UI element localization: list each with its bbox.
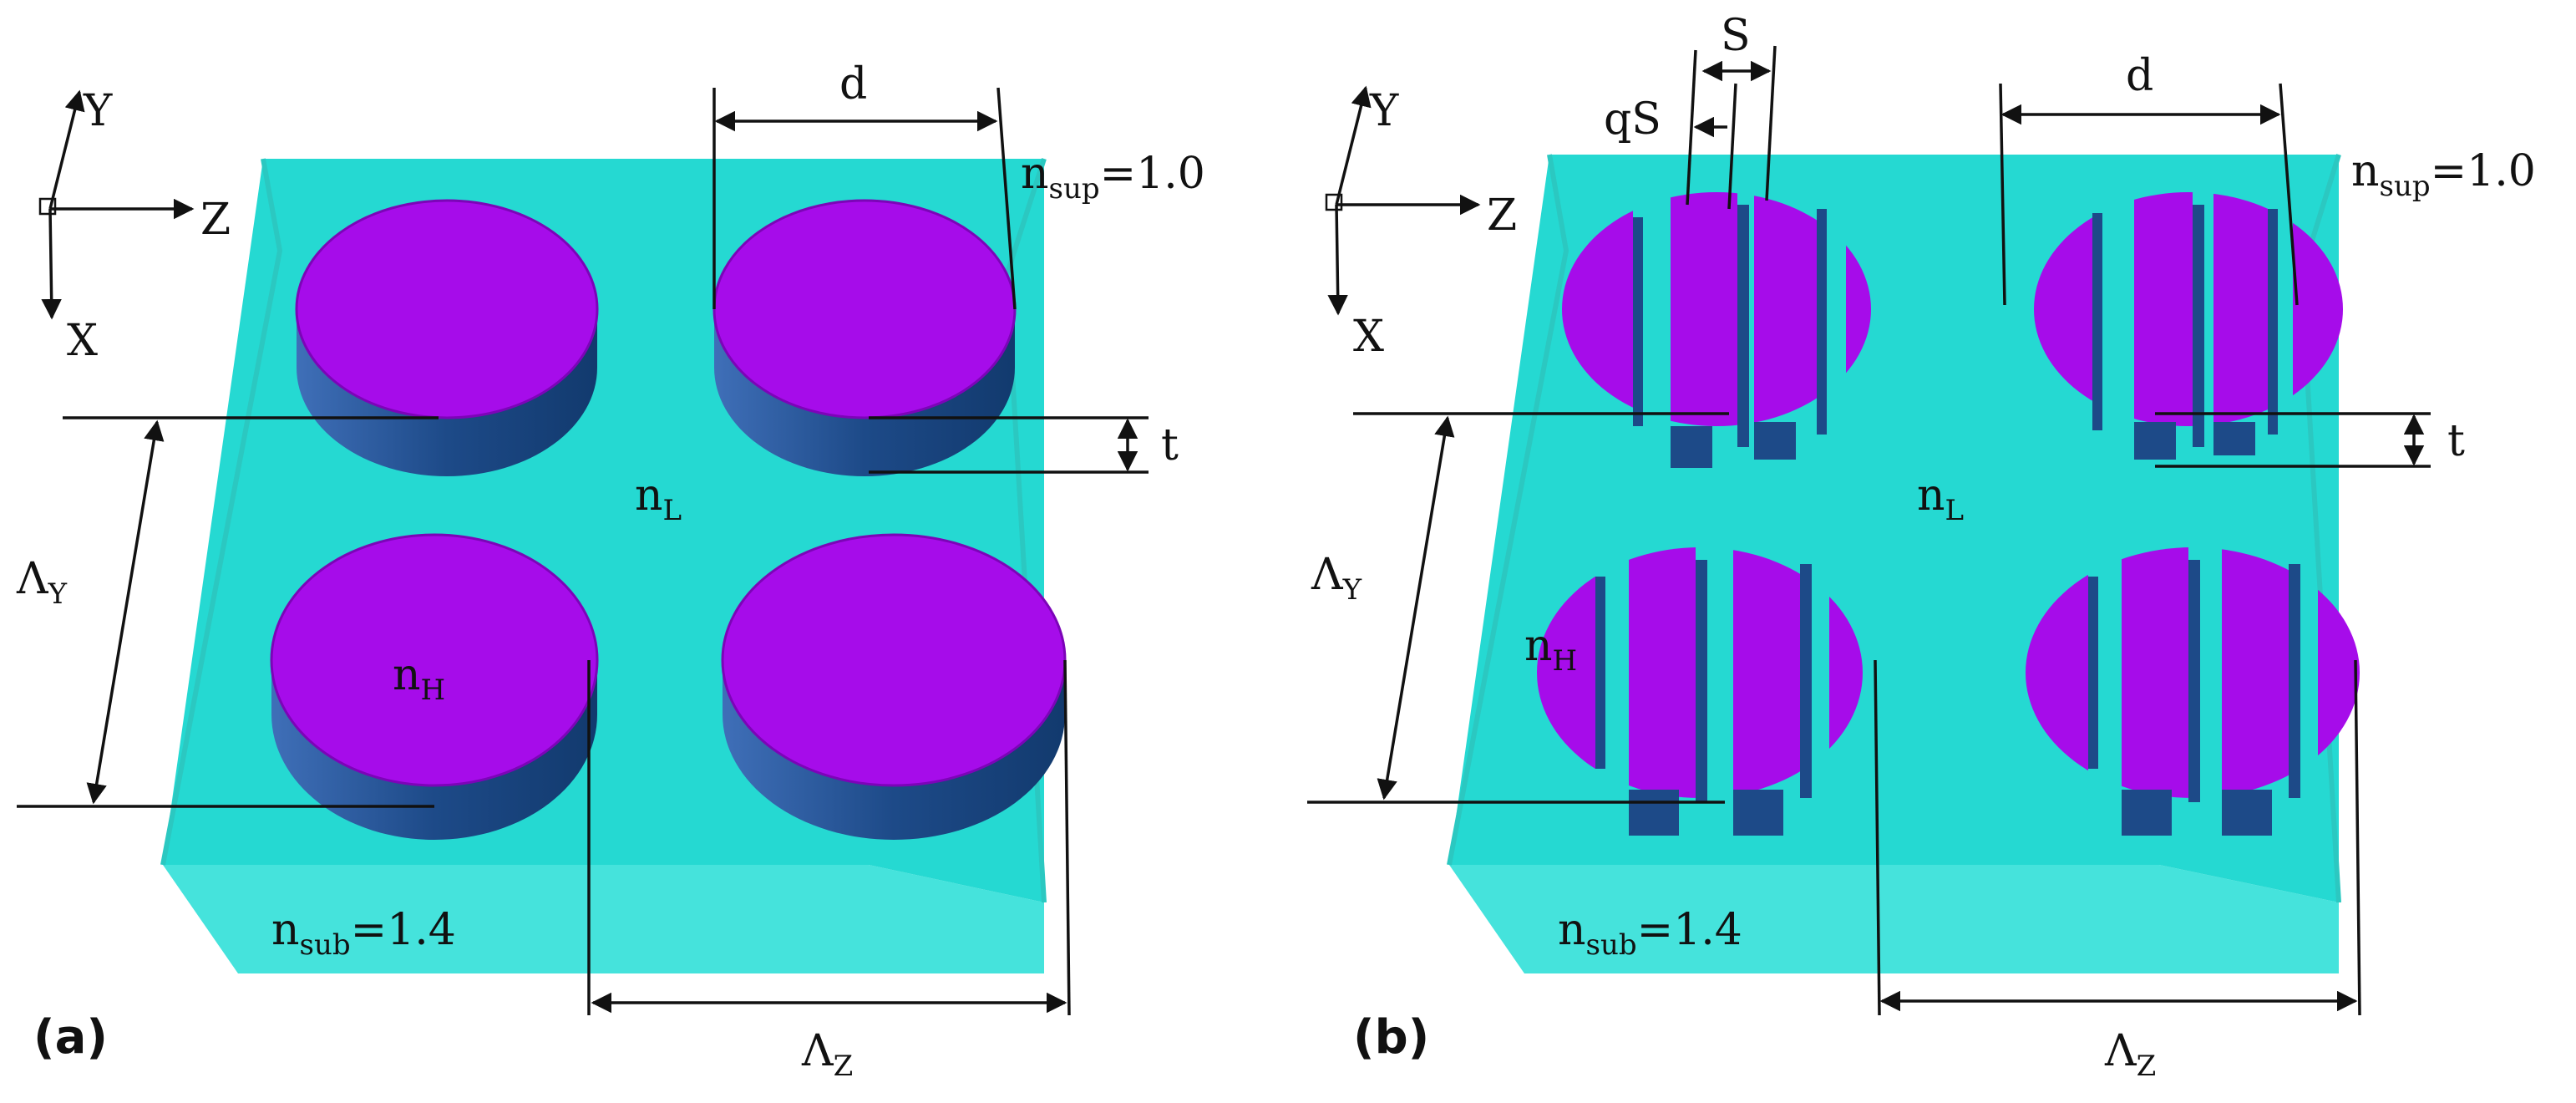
lambda-z-label: ΛZ xyxy=(801,1026,853,1083)
dimension-lambda-y-b: ΛY xyxy=(1307,412,1729,804)
n-H-label: nH xyxy=(1524,621,1577,678)
t-label: t xyxy=(2447,416,2465,466)
n-L-label: nL xyxy=(1917,470,1964,527)
panel-label-b: (b) xyxy=(1353,1010,1429,1065)
disk-a-2 xyxy=(712,199,1017,476)
d-label: d xyxy=(2126,51,2153,101)
slab-edge-left xyxy=(1447,154,1569,866)
lambda-y-label: ΛY xyxy=(16,554,68,611)
n-sub-label: nsub=1.4 xyxy=(1558,905,1742,962)
axis-x-label: X xyxy=(67,316,98,366)
dimension-lambda-y-a: ΛY xyxy=(16,416,439,808)
n-sub-label: nsub=1.4 xyxy=(271,905,456,962)
lambda-y-label: ΛY xyxy=(1311,550,1362,607)
axis-x-label: X xyxy=(1353,312,1384,362)
axis-z-label: Z xyxy=(1487,191,1517,241)
dimension-t-a: t xyxy=(869,416,1179,474)
dimension-d-a: d xyxy=(712,59,1017,310)
qS-label: qS xyxy=(1604,94,1661,145)
axes-triad-a: Y Z X xyxy=(38,86,231,366)
axis-y-label: Y xyxy=(83,86,113,136)
dimension-lambda-z-a: ΛZ xyxy=(587,659,1071,1083)
t-label: t xyxy=(1161,420,1179,470)
disk-a-3 xyxy=(270,533,599,840)
dimension-s-qs-b: S qS xyxy=(1604,11,1777,210)
axis-y-label: Y xyxy=(1369,86,1399,136)
disk-a-4 xyxy=(721,533,1067,840)
disk-a-1 xyxy=(295,199,599,476)
n-H-label: nH xyxy=(393,650,445,707)
axes-triad-b: Y Z X xyxy=(1325,85,1517,362)
axis-z-label: Z xyxy=(200,195,231,245)
n-L-label: nL xyxy=(635,470,682,527)
dimension-lambda-z-b: ΛZ xyxy=(1874,659,2361,1083)
n-sup-label: nsup=1.0 xyxy=(1021,149,1205,206)
slab-edge-left xyxy=(160,158,283,866)
dimension-t-b: t xyxy=(2155,412,2465,468)
panel-label-a: (a) xyxy=(33,1010,108,1065)
substrate-slab-side xyxy=(163,865,1044,973)
n-sup-label: nsup=1.0 xyxy=(2351,146,2536,203)
dimension-d-b: d xyxy=(1999,51,2299,306)
lambda-z-label: ΛZ xyxy=(2104,1026,2156,1083)
panel-a: Y Z X d nsup=1.0 t nL nH ΛY xyxy=(16,59,1205,1083)
panel-b: Y Z X S qS d nsup=1.0 t xyxy=(1307,11,2536,1083)
S-label: S xyxy=(1721,11,1751,61)
d-label: d xyxy=(839,59,867,109)
substrate-slab-side xyxy=(1449,865,2339,973)
